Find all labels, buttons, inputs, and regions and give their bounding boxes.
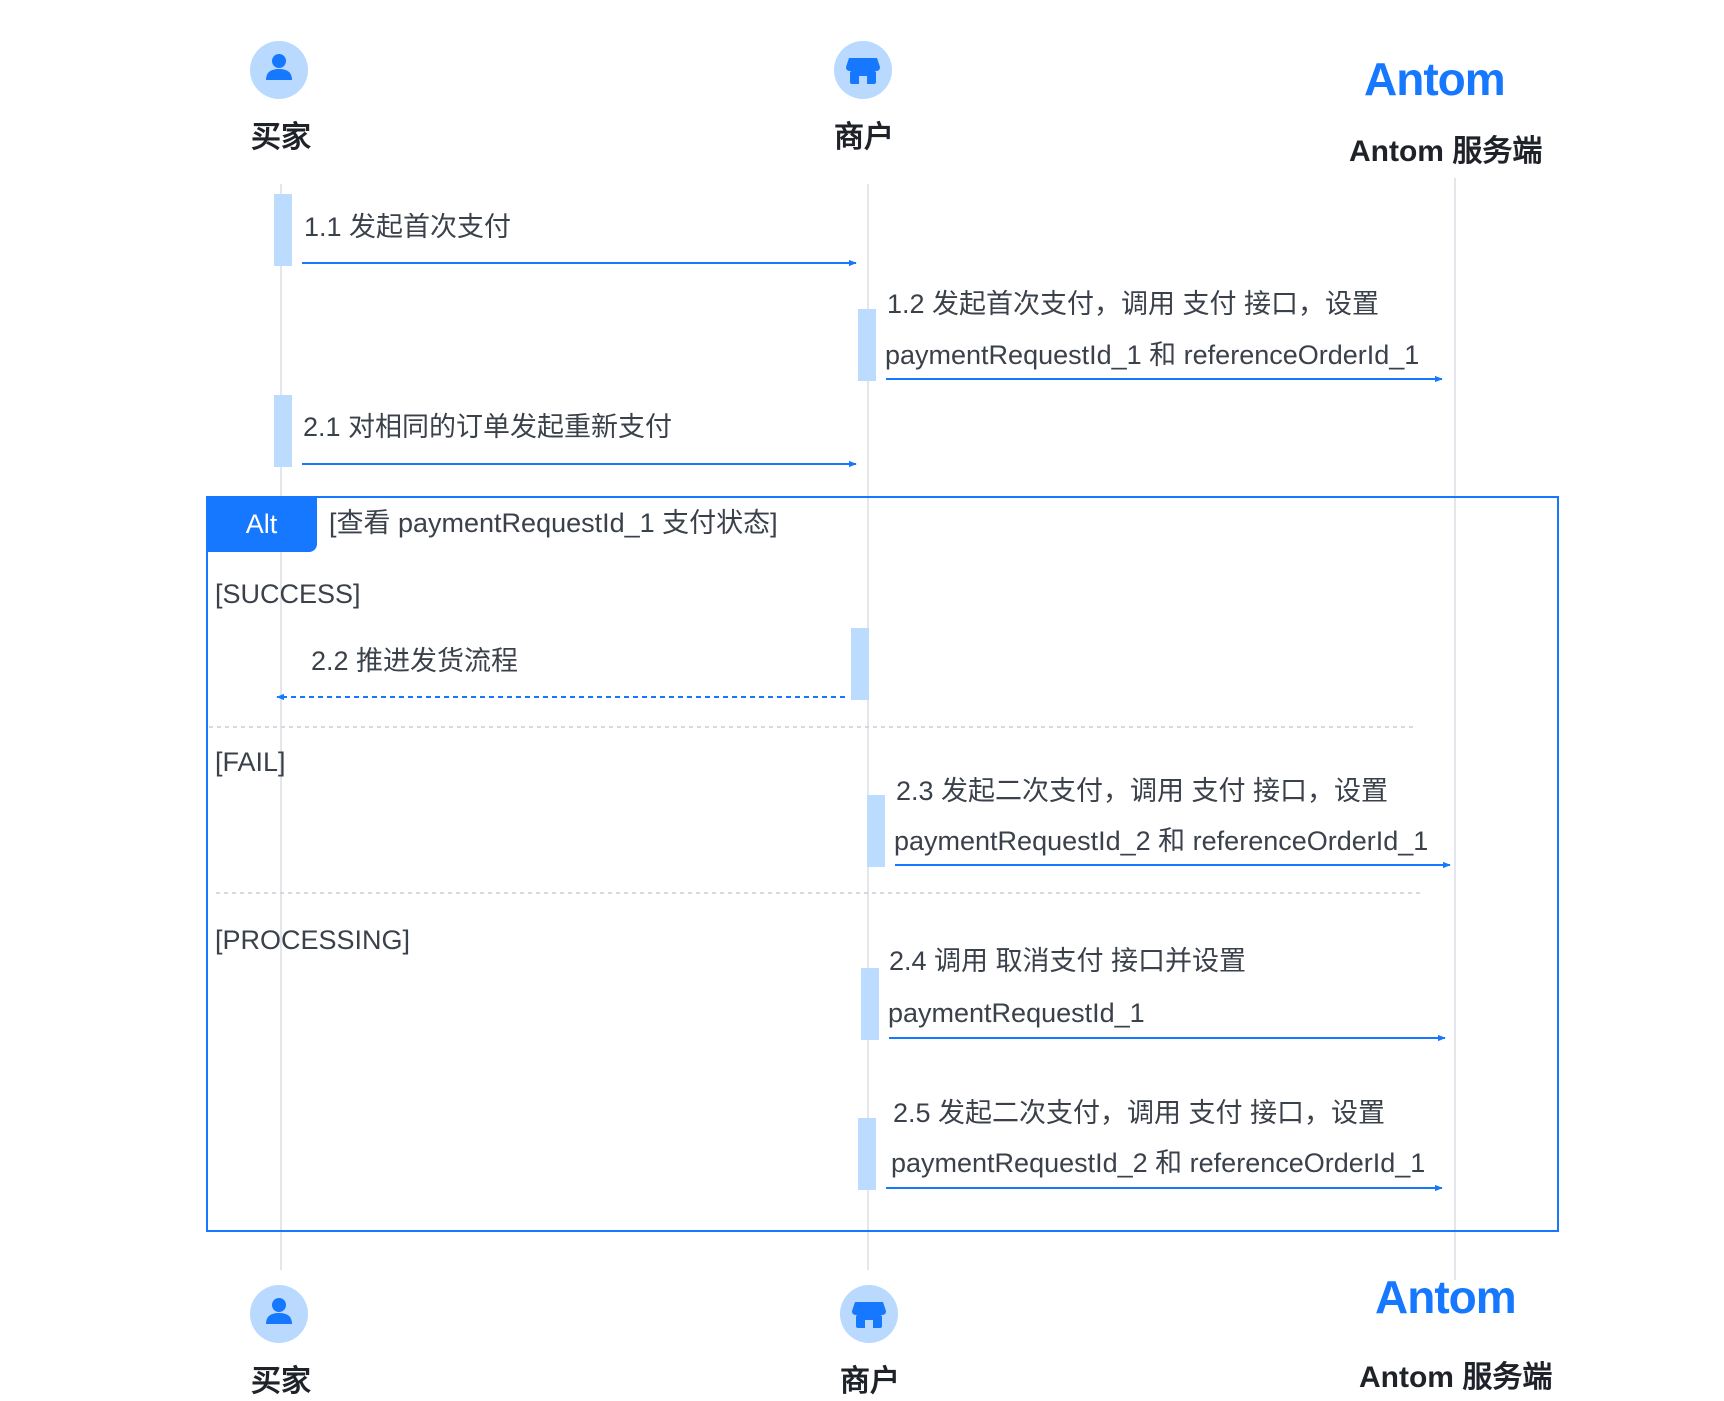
person-icon <box>250 1285 308 1343</box>
message-2-2: 2.2 推进发货流程 <box>311 646 519 676</box>
activation-buyer-1 <box>274 194 292 266</box>
message-2-3-line1: 2.3 发起二次支付，调用 支付 接口，设置 <box>896 776 1389 806</box>
message-2-5-line1: 2.5 发起二次支付，调用 支付 接口，设置 <box>893 1098 1386 1128</box>
store-icon <box>834 41 892 99</box>
guard-success: [SUCCESS] <box>215 579 361 609</box>
person-icon <box>250 41 308 99</box>
message-2-5-line2: paymentRequestId_2 和 referenceOrderId_1 <box>891 1148 1426 1178</box>
alt-condition: [查看 paymentRequestId_1 支付状态] <box>329 508 778 538</box>
actor-buyer-bottom: 买家 <box>251 1365 311 1398</box>
activation-merchant-1 <box>858 309 876 381</box>
actor-antom-server-top: Antom 服务端 <box>1349 135 1543 168</box>
message-2-1: 2.1 对相同的订单发起重新支付 <box>303 412 673 442</box>
antom-logo: Antom <box>1375 1271 1517 1323</box>
activation-buyer-2 <box>274 395 292 467</box>
activation-merchant-5 <box>858 1118 876 1190</box>
message-1-1: 1.1 发起首次支付 <box>304 212 512 242</box>
alt-frame <box>206 496 1559 1232</box>
store-icon <box>840 1285 898 1343</box>
message-1-2-line2: paymentRequestId_1 和 referenceOrderId_1 <box>885 340 1420 370</box>
guard-fail: [FAIL] <box>215 747 286 777</box>
activation-merchant-2 <box>851 628 869 700</box>
activation-merchant-3 <box>867 795 885 867</box>
actor-merchant-top: 商户 <box>834 121 894 154</box>
message-2-4-line2: paymentRequestId_1 <box>888 998 1145 1028</box>
actor-antom-server-bottom: Antom 服务端 <box>1359 1361 1553 1394</box>
message-2-4-line1: 2.4 调用 取消支付 接口并设置 <box>889 946 1247 976</box>
actor-merchant-bottom: 商户 <box>840 1365 900 1398</box>
message-1-2-line1: 1.2 发起首次支付，调用 支付 接口，设置 <box>887 289 1380 319</box>
guard-processing: [PROCESSING] <box>215 925 411 955</box>
message-2-3-line2: paymentRequestId_2 和 referenceOrderId_1 <box>894 826 1429 856</box>
actor-buyer-top: 买家 <box>251 121 311 154</box>
activation-merchant-4 <box>861 968 879 1040</box>
antom-logo: Antom <box>1364 53 1506 105</box>
alt-tag: Alt <box>206 496 317 552</box>
